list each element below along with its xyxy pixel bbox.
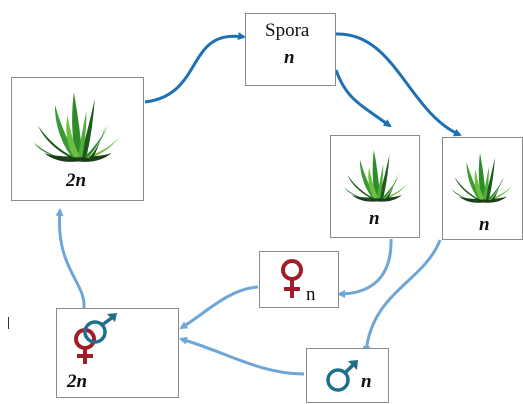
sporophyte-node: 2n (11, 77, 144, 201)
arrow-male-to-zygote (179, 336, 305, 376)
spore-label: Spora (265, 20, 310, 41)
arrow-female-to-zygote (179, 285, 259, 330)
zygote-node: 2n (56, 308, 179, 398)
arrow-spore-to-gametophyte-a (334, 69, 392, 128)
spore-node: Spora n (245, 13, 336, 86)
female-gamete-ploidy: n (306, 284, 316, 305)
arrow-spore-to-gametophyte-b (335, 32, 462, 137)
female-symbol-icon (281, 259, 303, 298)
male-symbol-icon (326, 360, 358, 392)
text-cursor (8, 317, 9, 329)
gametophyte-node-a: n (330, 135, 420, 238)
spore-ploidy: n (284, 47, 295, 68)
male-gamete-node: n (306, 348, 389, 403)
arrow-sporophyte-to-spore (144, 32, 246, 104)
gametophyte-node-b: n (442, 137, 523, 240)
sporophyte-ploidy: 2n (66, 170, 87, 191)
male-symbol-icon (83, 313, 117, 344)
zygote-ploidy: 2n (67, 371, 88, 392)
arrow-zygote-to-sporophyte (55, 208, 86, 309)
gametophyte-a-ploidy: n (369, 208, 380, 229)
female-gamete-node: n (259, 251, 339, 308)
male-gamete-ploidy: n (361, 371, 372, 392)
arrow-gametophyte-b-to-male (362, 239, 442, 354)
arrow-gametophyte-a-to-female (337, 238, 393, 298)
gametophyte-b-ploidy: n (479, 214, 490, 235)
